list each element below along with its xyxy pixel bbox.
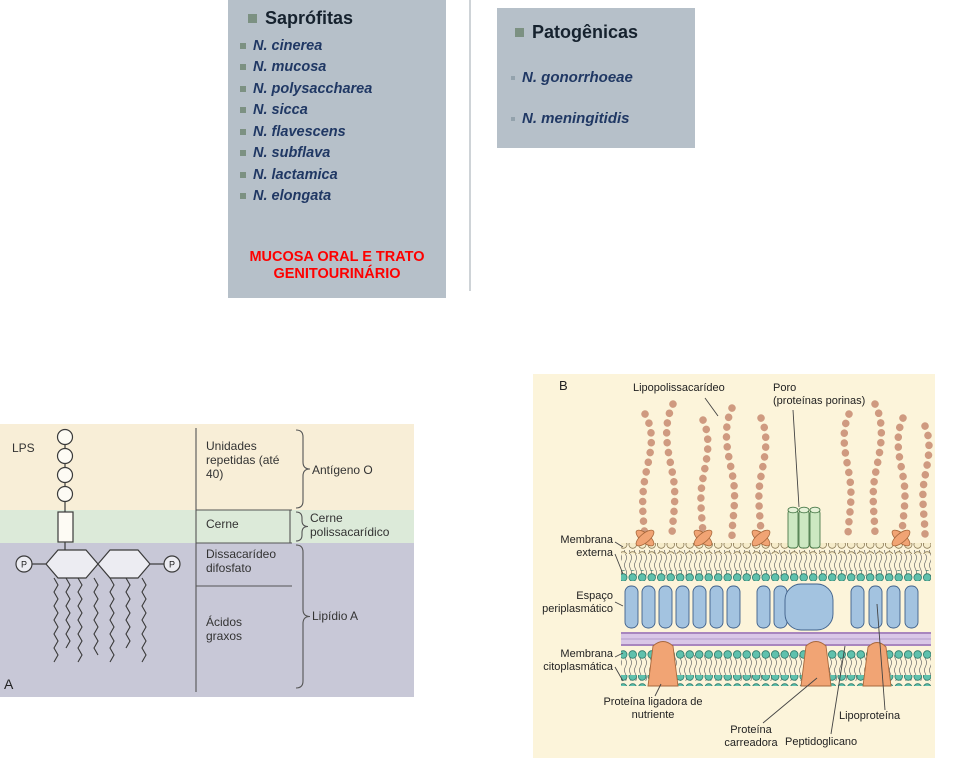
periplasmic-space-label: Espaço periplasmático	[542, 590, 613, 616]
peptidoglycan-label: Peptidoglicano	[785, 736, 858, 748]
phosphate-circle	[163, 555, 181, 573]
square-bullet-icon	[240, 150, 246, 157]
label-divider-lines	[195, 428, 311, 692]
square-bullet-icon	[240, 193, 246, 200]
lipid-a-label: Lipídio A	[312, 609, 359, 623]
porin-channel	[787, 506, 821, 549]
porin-label-line2: (proteínas porinas)	[773, 395, 866, 408]
vertical-divider	[469, 0, 471, 291]
lps-structure-svg: P P	[0, 424, 414, 697]
core-rect	[57, 511, 74, 543]
pathogenic-title: Patogênicas	[532, 22, 639, 42]
lps-anchor-proteins	[635, 529, 911, 547]
leader-lines	[614, 397, 886, 735]
disaccharide-hexagon	[97, 549, 151, 579]
saprophytes-title: Saprófitas	[265, 8, 354, 28]
square-bullet-icon	[248, 14, 257, 23]
species-name: N. sicca	[253, 102, 308, 119]
nutrient-binding-protein-label: Proteína ligadora de nutriente	[603, 696, 703, 722]
lps-molecule	[15, 428, 181, 663]
species-name: N. subflava	[253, 145, 331, 162]
species-name: N. meningitidis	[522, 110, 630, 127]
lps-bead-chains	[638, 400, 933, 542]
phosphate-label: P	[21, 560, 27, 570]
panel-a-label: A	[4, 676, 14, 692]
list-item: N. subflava	[240, 143, 446, 165]
square-bullet-icon	[240, 107, 246, 114]
sugar-unit-circle	[56, 428, 74, 446]
porin-label: Poro (proteínas porinas)	[773, 382, 877, 408]
core-polysaccharide-label: Cerne polissacarídico	[310, 511, 390, 539]
core-brace	[295, 511, 309, 542]
sugar-unit-circle	[56, 466, 74, 484]
square-bullet-icon	[240, 42, 246, 49]
mucosa-note: MUCOSA ORAL E TRATO GENITOURINÁRIO	[249, 249, 425, 283]
list-item: N. lactamica	[240, 164, 446, 186]
square-bullet-icon	[240, 64, 246, 71]
antigen-brace	[295, 429, 311, 509]
species-name: N. gonorrhoeae	[522, 69, 633, 86]
dot-bullet-icon	[511, 116, 515, 121]
cell-envelope-svg	[614, 397, 933, 735]
list-item: N. polysaccharea	[240, 78, 446, 100]
square-bullet-icon	[240, 128, 246, 135]
membrane-proteins	[647, 641, 892, 687]
species-name: N. lactamica	[253, 166, 338, 183]
disaccharide-label: Dissacarídeo difosfato	[206, 547, 277, 575]
outer-membrane	[621, 543, 931, 581]
panel-b-label: B	[559, 378, 568, 393]
pathogenic-title-row: Patogênicas	[497, 8, 695, 45]
list-item: N. elongata	[240, 186, 446, 208]
lipid-a-brace	[295, 544, 311, 689]
sugar-unit-circle	[56, 485, 74, 503]
saprophyte-species-list: N. cinerea N. mucosa N. polysaccharea N.…	[228, 35, 446, 207]
lps-label: LPS	[12, 441, 35, 455]
square-bullet-icon	[240, 171, 246, 178]
cytoplasmic-membrane-label: Membrana citoplasmática	[543, 648, 613, 674]
core-label: Cerne	[206, 517, 239, 531]
list-item: N. flavescens	[240, 121, 446, 143]
list-item: N. sicca	[240, 100, 446, 122]
saprophytes-title-row: Saprófitas	[228, 0, 446, 33]
square-bullet-icon	[240, 85, 246, 92]
dot-bullet-icon	[511, 75, 515, 80]
fatty-acid-chains	[53, 577, 147, 663]
list-item: N. gonorrhoeae	[497, 69, 695, 86]
lps-structure-diagram: P P LPS Unidades repetidas (até 40) Cern…	[0, 424, 414, 700]
disaccharide-hexagon	[45, 549, 99, 579]
carrier-protein-label: Proteína carreadora	[724, 724, 778, 750]
porin-label-line1: Poro	[773, 382, 797, 394]
species-name: N. mucosa	[253, 59, 327, 76]
o-antigen-label: Antígeno O	[312, 463, 373, 477]
saprophytes-panel: Saprófitas N. cinerea N. mucosa N. polys…	[228, 0, 446, 298]
species-name: N. elongata	[253, 188, 332, 205]
fatty-acids-label: Ácidos graxos	[206, 615, 243, 643]
lipoprotein-label: Lipoproteína	[839, 710, 901, 722]
cell-envelope-diagram: B Lipopolissacarídeo Poro (proteínas por…	[533, 374, 935, 758]
lipopolysaccharide-label: Lipopolissacarídeo	[633, 382, 725, 394]
list-item: N. meningitidis	[497, 110, 695, 127]
phosphate-circle	[15, 555, 33, 573]
species-name: N. flavescens	[253, 123, 346, 140]
species-name: N. polysaccharea	[253, 80, 373, 97]
species-name: N. cinerea	[253, 37, 323, 54]
periplasmic-proteins	[624, 583, 919, 631]
outer-membrane-label: Membrana externa	[560, 534, 613, 560]
sugar-unit-circle	[56, 447, 74, 465]
pathogenic-panel: Patogênicas N. gonorrhoeae N. meningitid…	[497, 8, 695, 148]
list-item: N. mucosa	[240, 57, 446, 79]
repeating-units-label: Unidades repetidas (até 40)	[206, 439, 280, 481]
phosphate-label: P	[169, 560, 175, 570]
list-item: N. cinerea	[240, 35, 446, 57]
square-bullet-icon	[515, 28, 524, 37]
